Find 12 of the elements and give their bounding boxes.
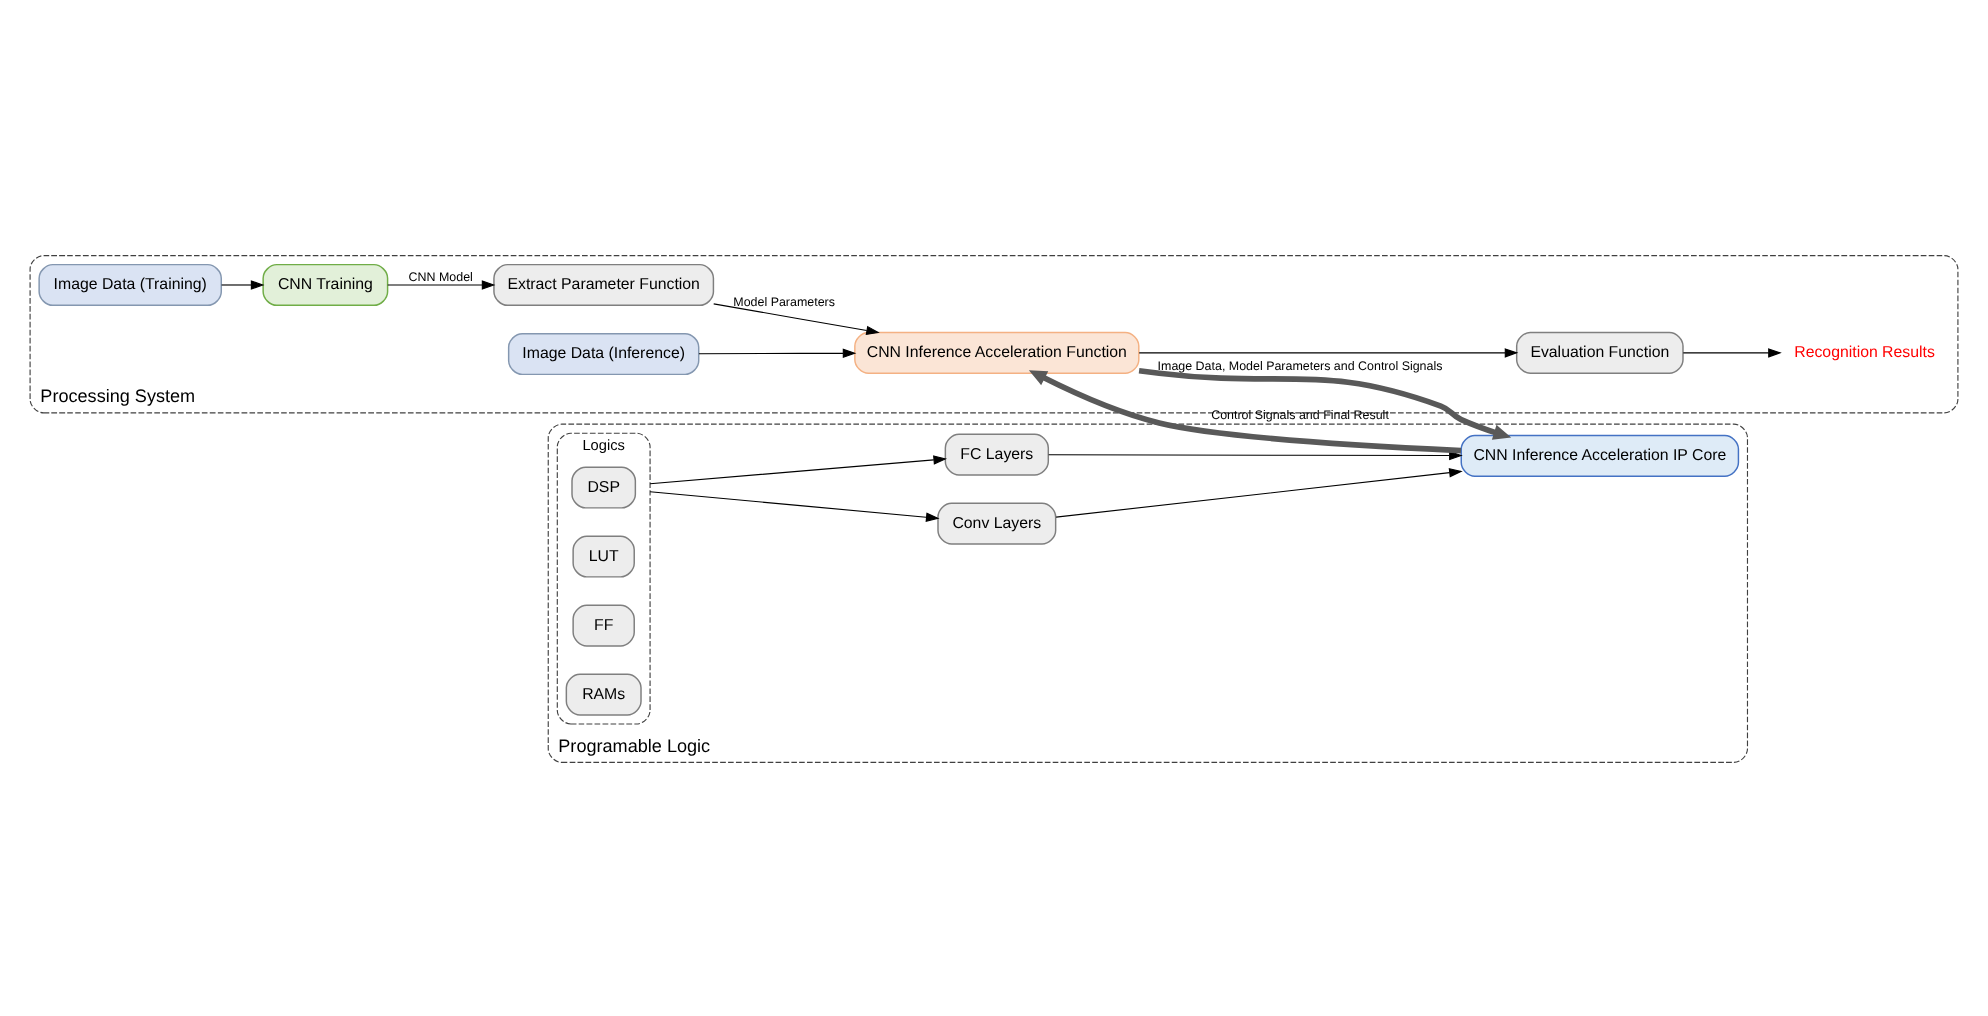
arrow bbox=[1138, 366, 1512, 439]
arrow bbox=[713, 302, 880, 335]
arrow bbox=[1138, 347, 1519, 357]
arrow bbox=[221, 279, 265, 289]
arrow bbox=[649, 490, 940, 521]
arrow bbox=[1682, 347, 1782, 357]
arrow bbox=[1028, 369, 1462, 453]
arrow bbox=[387, 279, 496, 289]
arrow bbox=[1055, 467, 1463, 517]
arrow bbox=[1048, 449, 1463, 460]
arrow bbox=[649, 454, 947, 484]
arrow bbox=[698, 347, 857, 358]
